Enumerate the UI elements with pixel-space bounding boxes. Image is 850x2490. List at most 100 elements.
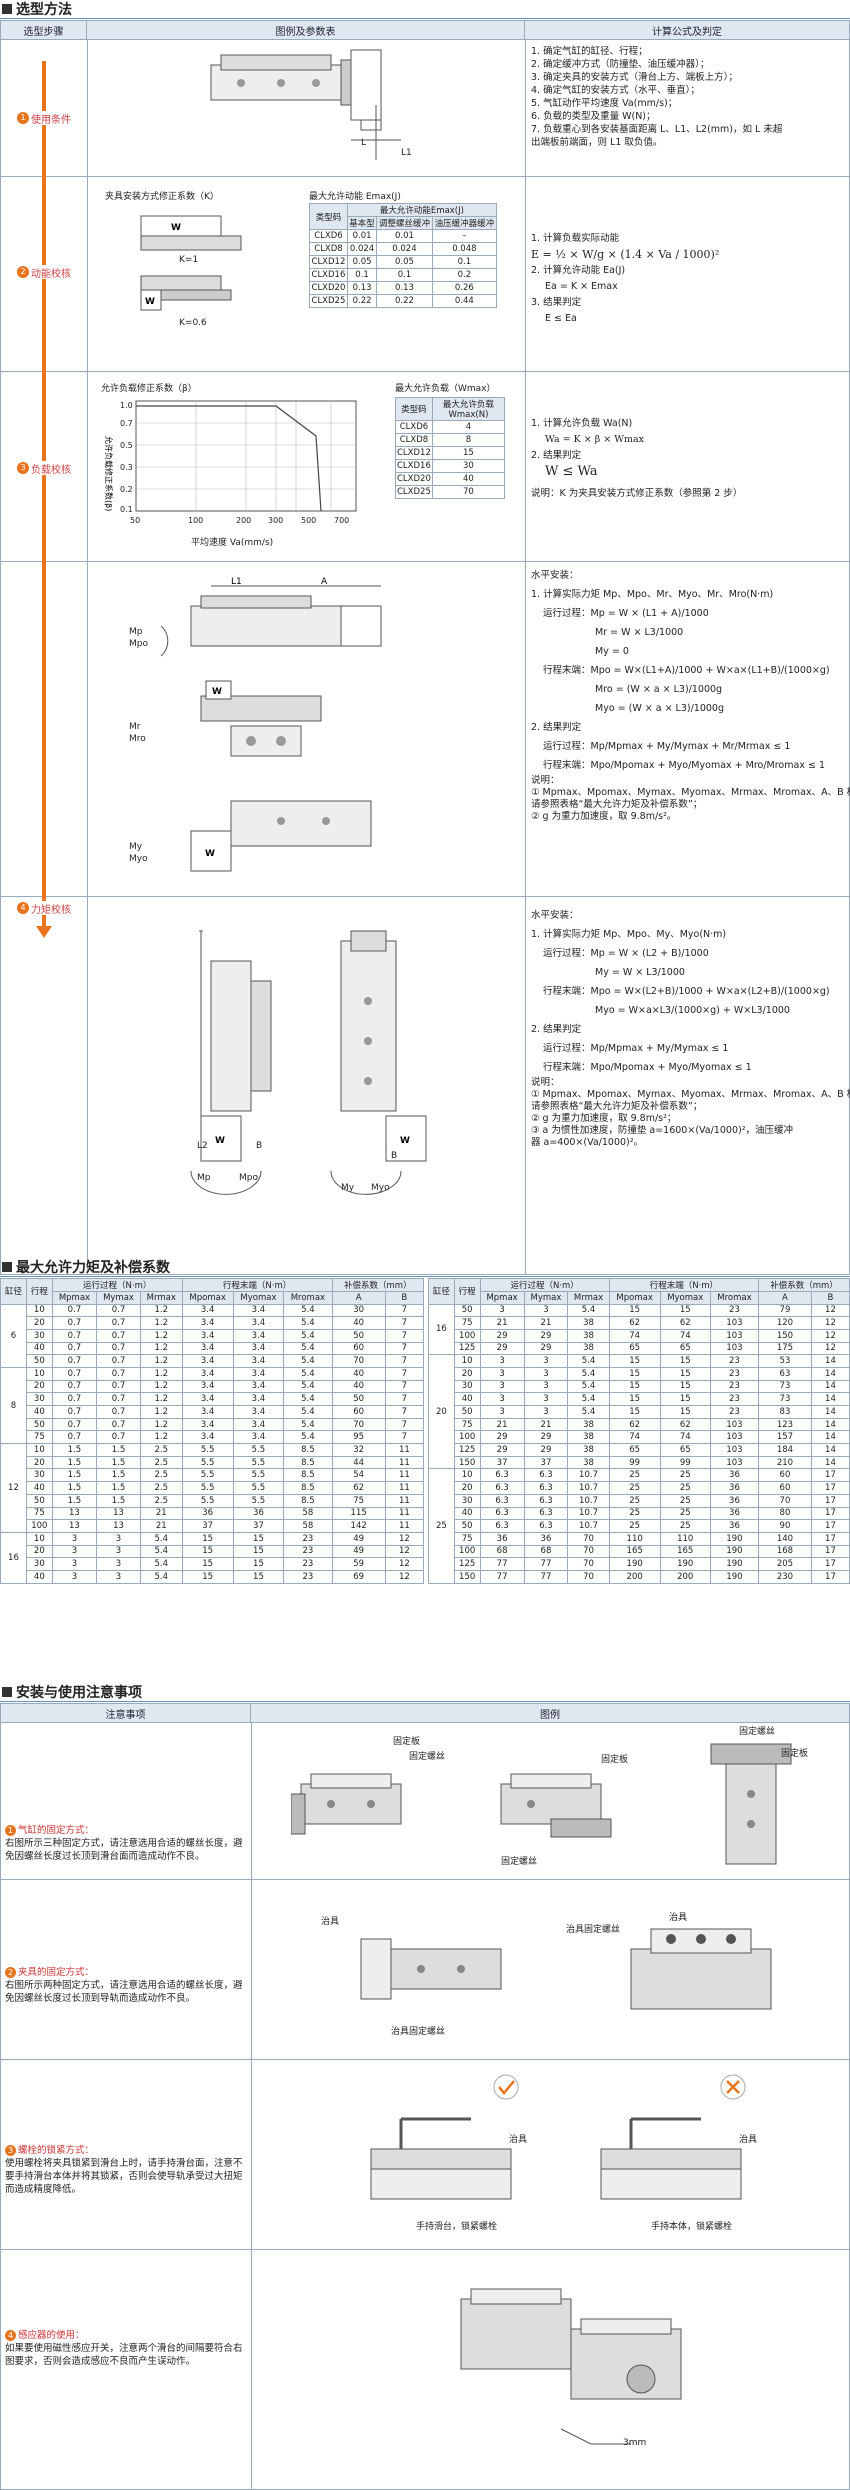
fig-label-jig-3: 治具 <box>509 2135 528 2145</box>
table-cell: 0.7 <box>51 1303 98 1318</box>
table-cell: 3.4 <box>181 1316 234 1330</box>
table-cell: 3 <box>51 1531 98 1546</box>
table-cell: 7 <box>384 1430 425 1445</box>
table-cell: 25 <box>428 1468 455 1584</box>
table-cell: 5.4 <box>283 1354 333 1368</box>
table-cell: 3 <box>479 1379 525 1394</box>
table-cell: 103 <box>709 1328 760 1343</box>
table-cell: 6.3 <box>479 1506 525 1521</box>
table-cell: 8 <box>431 433 506 447</box>
table-cell: 20 <box>453 1366 481 1381</box>
table-cell: 83 <box>758 1405 812 1419</box>
svg-text:0.7: 0.7 <box>120 419 133 428</box>
table-cell: 23 <box>283 1544 333 1559</box>
table-cell: 6.3 <box>523 1481 569 1495</box>
table-cell: 38 <box>567 1328 610 1343</box>
svg-text:W: W <box>145 297 155 307</box>
table-cell: 7 <box>384 1405 425 1419</box>
table-cell: 3.4 <box>181 1303 234 1318</box>
table-cell: 53 <box>758 1354 812 1368</box>
table-cell: 1.2 <box>139 1328 183 1343</box>
table-cell: 20 <box>428 1354 455 1470</box>
svg-text:0.3: 0.3 <box>120 463 133 472</box>
table-cell: 36 <box>709 1468 760 1483</box>
table-cell: 30 <box>25 1557 53 1571</box>
table-cell: 21 <box>479 1417 525 1432</box>
table-cell: 5.4 <box>283 1341 333 1356</box>
table-cell: 14 <box>810 1366 850 1381</box>
table-cell: 50 <box>25 1417 53 1432</box>
table-cell: 36 <box>232 1506 285 1521</box>
table-cell: 25 <box>608 1493 661 1508</box>
table-cell: 3.4 <box>232 1316 285 1330</box>
table-cell: 7 <box>384 1417 425 1432</box>
table-cell: 40 <box>331 1366 386 1381</box>
table-cell: 8 <box>0 1366 27 1445</box>
table-cell: 11 <box>384 1493 425 1508</box>
table-cell: 99 <box>659 1455 711 1470</box>
table-cell: 1.2 <box>139 1341 183 1356</box>
table-cell: 3 <box>523 1379 569 1394</box>
table-cell: 103 <box>709 1341 760 1356</box>
svg-text:300: 300 <box>268 516 283 525</box>
table-cell: 3.4 <box>232 1392 285 1406</box>
table-cell: 21 <box>139 1506 183 1521</box>
table-cell: 29 <box>479 1328 525 1343</box>
table-cell: 10.7 <box>567 1493 610 1508</box>
table-cell: 50 <box>25 1493 53 1508</box>
table-cell: 21 <box>523 1417 569 1432</box>
table-cell: 1.2 <box>139 1405 183 1419</box>
table-cell: 1.5 <box>96 1481 141 1495</box>
table-cell: 15 <box>232 1557 285 1571</box>
svg-text:W: W <box>205 849 215 859</box>
table-cell: 7 <box>384 1392 425 1406</box>
table-cell: 29 <box>479 1443 525 1457</box>
table-cell: 77 <box>523 1557 569 1571</box>
table-cell: 40 <box>431 472 506 486</box>
table-cell: 3.4 <box>232 1328 285 1343</box>
table-cell: 60 <box>758 1468 812 1483</box>
table-cell: 1.5 <box>96 1443 141 1457</box>
table-cell: 36 <box>709 1481 760 1495</box>
table-cell: 120 <box>758 1316 812 1330</box>
table-cell: 3.4 <box>181 1341 234 1356</box>
table-cell: 100 <box>453 1430 481 1445</box>
table-cell: 3 <box>51 1544 98 1559</box>
table-cell: CLXD20 <box>395 472 433 486</box>
table-cell: 38 <box>567 1417 610 1432</box>
notes-header: 注意事项 <box>1 1704 251 1722</box>
table-cell: 74 <box>659 1328 711 1343</box>
table-cell: 10.7 <box>567 1468 610 1483</box>
table-cell: 5.5 <box>232 1481 285 1495</box>
table-cell: 200 <box>659 1569 711 1584</box>
table-cell: 36 <box>709 1506 760 1521</box>
table-cell: 30 <box>25 1392 53 1406</box>
table-cell: 10 <box>453 1354 481 1368</box>
table-cell: 5.5 <box>181 1455 234 1470</box>
table-cell: 0.7 <box>96 1392 141 1406</box>
table-cell: 5.5 <box>232 1455 285 1470</box>
table-cell: 6.3 <box>479 1481 525 1495</box>
table-cell: 70 <box>331 1417 386 1432</box>
table-cell: 68 <box>523 1544 569 1559</box>
table-cell: 5.5 <box>181 1443 234 1457</box>
table-cell: 0.2 <box>431 268 498 282</box>
table-cell: 7 <box>384 1316 425 1330</box>
table-cell: 15 <box>232 1531 285 1546</box>
table-cell: 50 <box>453 1303 481 1318</box>
